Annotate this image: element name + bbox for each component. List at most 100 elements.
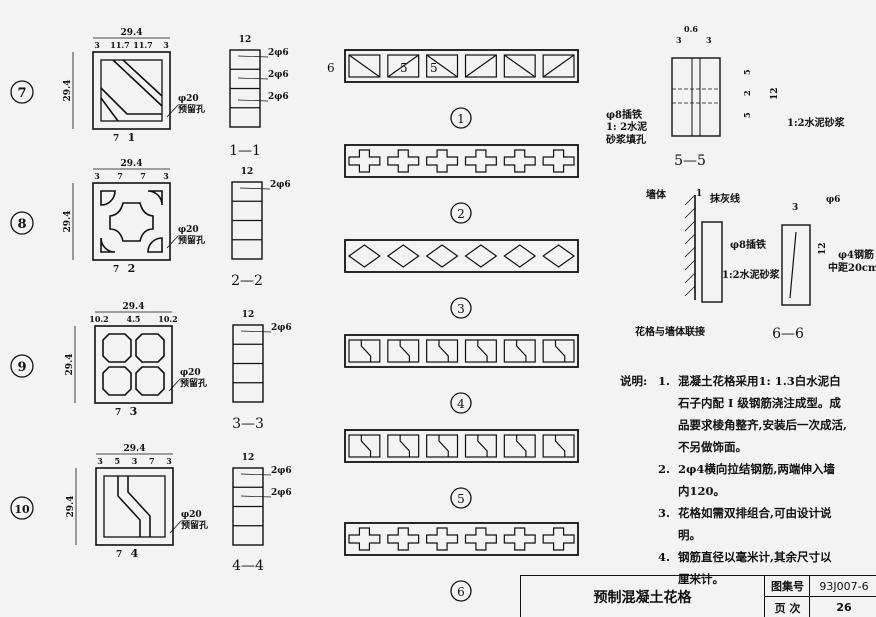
cell-opening [426, 339, 459, 363]
cell-rib [554, 435, 566, 457]
panel-number: 10 [14, 503, 30, 516]
hole-diameter: φ20 [178, 94, 199, 104]
fill-label: 砂浆填孔 [605, 133, 646, 146]
dim-top: 3 [166, 456, 172, 466]
dim: 0.6 [684, 24, 698, 34]
rebar-label: φ4钢筋 [838, 248, 874, 261]
cell-opening [387, 434, 420, 458]
notes-lead: 说明: [620, 374, 648, 388]
dim: 1 [696, 189, 702, 199]
cell-cross [503, 149, 536, 173]
hatch [684, 220, 696, 232]
cell-rib [477, 340, 488, 362]
strip-number-circle [450, 580, 472, 602]
cell-diamond [464, 244, 498, 268]
rebar-label: 2φ6 [271, 488, 292, 498]
note-item: 4.钢筋直径以毫米计,其余尺寸以厘米计。 [658, 546, 870, 590]
block-outline [92, 51, 171, 130]
section-width: 12 [242, 453, 255, 463]
quarter-opening [147, 190, 163, 206]
cell-rib [438, 435, 449, 457]
hatch [684, 233, 696, 245]
hatch [684, 207, 696, 219]
cell-rib [554, 340, 566, 362]
notes: 说明: 1.混凝土花格采用1: 1.3白水泥白石子内配 I 级钢筋浇注成型。成品… [620, 370, 870, 590]
cell-opening [387, 339, 420, 363]
leader [168, 378, 181, 392]
cell-opening [387, 54, 420, 78]
leader [240, 330, 272, 333]
dim-top: 7 [149, 456, 155, 466]
cell-opening [503, 339, 536, 363]
note-line: 钢筋直径以毫米计,其余尺寸以 [678, 550, 832, 564]
dim-top: 3 [163, 40, 169, 50]
rebar-label: 2φ6 [271, 466, 292, 476]
dim-top: 11.7 [110, 40, 129, 50]
cell-opening [426, 54, 459, 78]
cut-mark-5: 5 [400, 61, 408, 75]
cell-rib [360, 340, 372, 362]
dim-top: 3 [94, 40, 100, 50]
hole-diameter: φ20 [178, 225, 199, 235]
strip-outline [344, 334, 579, 368]
hatch [684, 272, 696, 284]
strip-number-circle [450, 202, 472, 224]
fill-label: 1: 2水泥 [606, 120, 647, 133]
strip-outline [344, 239, 579, 273]
strip-number: 4 [457, 397, 465, 411]
cell-rib [516, 435, 527, 457]
block-outline [95, 467, 174, 546]
strip-number: 6 [457, 585, 465, 599]
note-item: 2.2φ4横向拉结钢筋,两端伸入墙内120。 [658, 458, 870, 502]
quarter-opening [100, 190, 116, 206]
note-line: 内120。 [678, 484, 726, 498]
s-rib [117, 476, 151, 537]
cell-rib [542, 54, 575, 78]
panel-number-circle [10, 496, 34, 520]
section-label: 5—5 [674, 153, 706, 169]
petal-opening [135, 366, 165, 396]
cut-mark: 3 [130, 405, 138, 418]
hole-diameter: φ20 [181, 510, 202, 520]
dim-top: 4.5 [127, 314, 141, 324]
cell-cross [503, 527, 536, 551]
cell-rib [503, 54, 536, 78]
dim-seven: 7 [113, 265, 119, 275]
section-66-outline [781, 224, 811, 306]
dim-seven: 7 [113, 134, 119, 144]
page-label: 页 次 [764, 597, 810, 617]
cell-cross [542, 527, 575, 551]
mortar-label: 1:2水泥砂浆 [787, 116, 846, 129]
cell-cross [464, 527, 497, 551]
rebar-label: 2φ6 [268, 70, 289, 80]
hole-diameter: φ20 [180, 368, 201, 378]
wall-label: 墙体 [646, 188, 667, 201]
cut-mark: 1 [128, 131, 136, 144]
dim: 3 [792, 203, 798, 213]
rebar-label: 2φ6 [271, 323, 292, 333]
dim: 12 [818, 242, 828, 255]
note-line: 2φ4横向拉结钢筋,两端伸入墙 [678, 462, 835, 476]
cell-opening [542, 54, 575, 78]
note-number: 4. [658, 550, 671, 564]
dim: 3 [676, 35, 682, 45]
diagonal-rib [100, 59, 163, 122]
block-outline [94, 325, 173, 404]
cell-opening [503, 54, 536, 78]
strip-number-circle [450, 392, 472, 414]
plaster-label: 抹灰线 [710, 192, 740, 205]
cell-rib [426, 54, 458, 78]
dim-top: 10.2 [89, 314, 108, 324]
cell-opening [348, 339, 381, 363]
hatch [684, 194, 696, 206]
cell-opening [426, 434, 459, 458]
mortar-label: 1:2水泥砂浆 [722, 268, 781, 281]
petal-opening [102, 366, 132, 396]
section-width: 12 [239, 35, 252, 45]
cell-rib [387, 54, 420, 78]
cell-cross [348, 149, 381, 173]
dim-height: 29.4 [63, 211, 73, 233]
strip-number-circle [450, 487, 472, 509]
